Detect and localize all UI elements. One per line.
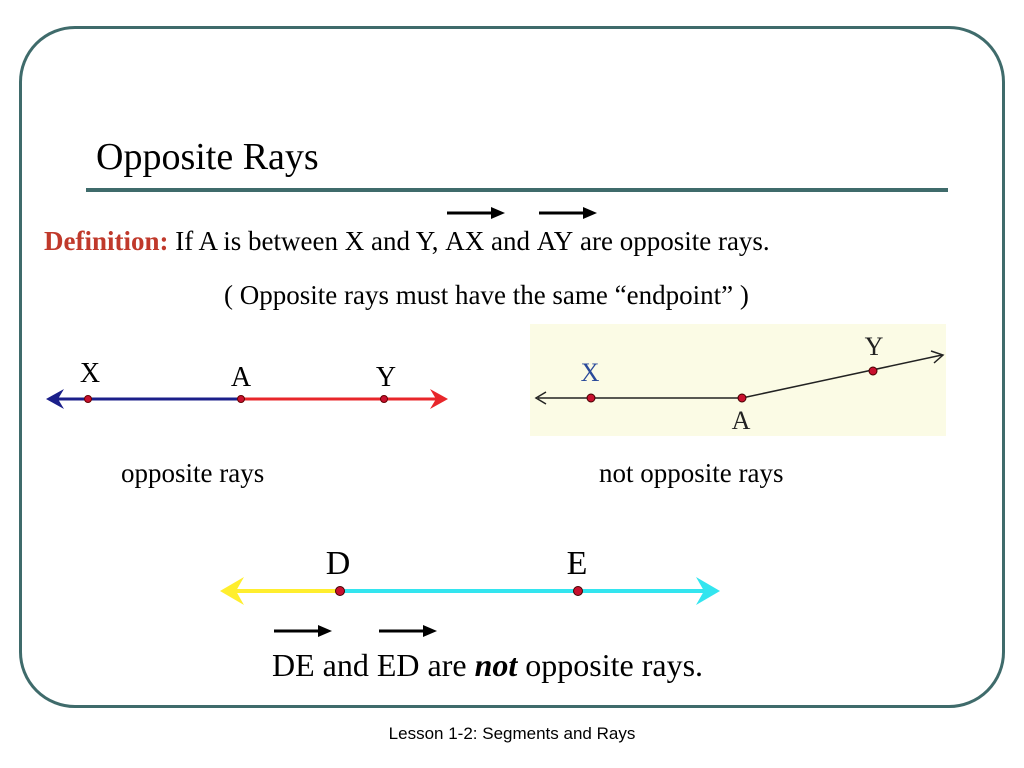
point-y <box>868 366 878 376</box>
definition-term: Definition <box>44 226 160 256</box>
label-d: D <box>326 545 351 582</box>
ray-ay: AY <box>536 207 597 258</box>
label-e: E <box>567 545 588 582</box>
label-y: Y <box>865 332 884 361</box>
ray-ed: ED <box>376 625 437 684</box>
point-e <box>573 586 583 596</box>
statement-and: and <box>314 647 377 683</box>
de-ed-statement: DE and ED are not opposite rays. <box>272 625 704 684</box>
point-x <box>586 393 596 403</box>
label-a: A <box>732 406 751 435</box>
left-arrowhead-icon <box>46 389 64 409</box>
ray-ay-label: AY <box>536 226 574 256</box>
label-a: A <box>231 362 252 393</box>
right-arrowhead-icon <box>430 389 448 409</box>
right-arrowhead-icon <box>930 350 945 364</box>
left-arrowhead-icon <box>534 391 547 405</box>
not-opposite-rays-diagram: X A Y <box>534 332 945 435</box>
label-x: X <box>581 358 600 387</box>
definition-and: and <box>484 226 537 256</box>
statement-are: are <box>419 647 475 683</box>
right-arrowhead-icon <box>696 577 720 605</box>
ray-arrow-icon <box>447 207 506 219</box>
slide-frame <box>19 26 1005 708</box>
opposite-rays-diagram: X A Y <box>46 358 448 409</box>
left-arrowhead-icon <box>220 577 244 605</box>
point-d <box>335 586 345 596</box>
point-a <box>237 395 245 403</box>
definition-line: Definition: If A is between X and Y, AX … <box>44 207 770 258</box>
statement-not: not <box>474 647 518 683</box>
caption-not-opposite: not opposite rays <box>599 458 784 488</box>
definition-text-before: If A is between X and Y, <box>168 226 446 256</box>
ray-arrow-icon <box>378 625 437 637</box>
not-opposite-panel <box>530 324 946 436</box>
point-x <box>84 395 92 403</box>
ray-de: DE <box>272 625 332 684</box>
ray-ax: AX <box>445 207 506 258</box>
statement-rest: opposite rays. <box>517 647 704 683</box>
caption-opposite: opposite rays <box>121 458 265 488</box>
ray-ed-label: ED <box>376 647 420 683</box>
definition-note: ( Opposite rays must have the same “endp… <box>224 280 749 310</box>
point-a <box>737 393 747 403</box>
ray-ay-line <box>741 354 943 399</box>
definition-text-after: are opposite rays. <box>573 226 770 256</box>
title-underline <box>86 188 948 192</box>
ray-arrow-icon <box>274 625 332 637</box>
ray-ax-label: AX <box>445 226 485 256</box>
point-y <box>380 395 388 403</box>
label-y: Y <box>376 362 396 393</box>
slide-title: Opposite Rays <box>96 136 319 178</box>
ray-de-label: DE <box>272 647 315 683</box>
de-line-diagram: D E <box>220 545 720 605</box>
label-x: X <box>80 358 100 389</box>
ray-arrow-icon <box>538 207 597 219</box>
slide-footer: Lesson 1-2: Segments and Rays <box>388 724 636 743</box>
definition-colon: : <box>159 226 169 256</box>
